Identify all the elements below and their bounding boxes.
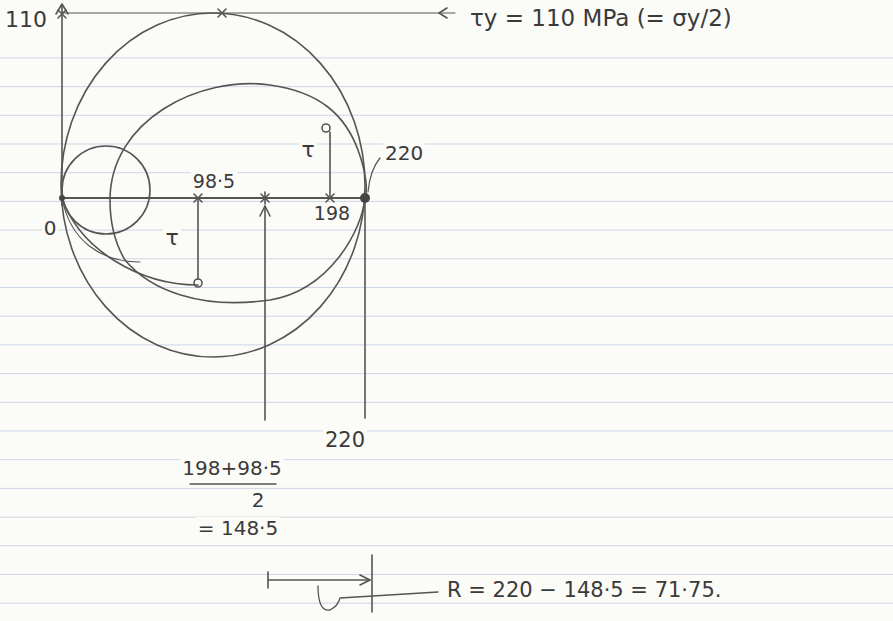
dimension-value: 220	[323, 428, 367, 452]
x-mark	[194, 194, 202, 202]
small-circle	[62, 146, 150, 234]
centre-line	[264, 206, 266, 420]
calculation: 198+98·5	[180, 457, 283, 480]
origin-dot	[59, 195, 65, 201]
arc	[62, 198, 198, 285]
point-value: 98·5	[191, 171, 237, 193]
ruled-paper	[0, 38, 893, 621]
yield-circle	[61, 13, 365, 357]
stress-circle	[110, 84, 366, 303]
origin-label: 0	[42, 217, 59, 240]
annotation: τy = 110 MPa (= σy/2)	[468, 5, 734, 31]
stress-point	[194, 279, 202, 287]
stress-point	[322, 124, 330, 132]
arrowhead	[360, 575, 370, 585]
arrowhead	[260, 206, 270, 216]
point-dot	[360, 193, 370, 203]
x-mark	[326, 194, 334, 202]
calculation: R = 220 − 148·5 = 71·75.	[445, 578, 723, 602]
extension-line	[364, 198, 366, 418]
point-value: 198	[312, 203, 352, 225]
leader-line	[318, 586, 438, 610]
dimension-line	[268, 579, 370, 581]
tau-max-line	[62, 12, 455, 13]
leader-line	[368, 158, 380, 192]
sigma-axis	[62, 197, 368, 199]
pointer-arrowhead	[439, 8, 447, 18]
x-mark	[58, 10, 66, 18]
tau-line	[329, 132, 331, 198]
shear-symbol: τ	[163, 225, 180, 250]
calculation: 2	[250, 489, 267, 512]
shear-symbol: τ	[299, 137, 316, 162]
calculation: = 148·5	[196, 517, 280, 540]
fraction-bar	[190, 483, 276, 484]
point-value: 220	[383, 142, 425, 165]
centre-mark	[261, 192, 269, 204]
axis-value: 110	[3, 7, 49, 32]
extension-line	[371, 555, 373, 612]
tau-line	[197, 198, 199, 279]
arc	[62, 198, 140, 262]
